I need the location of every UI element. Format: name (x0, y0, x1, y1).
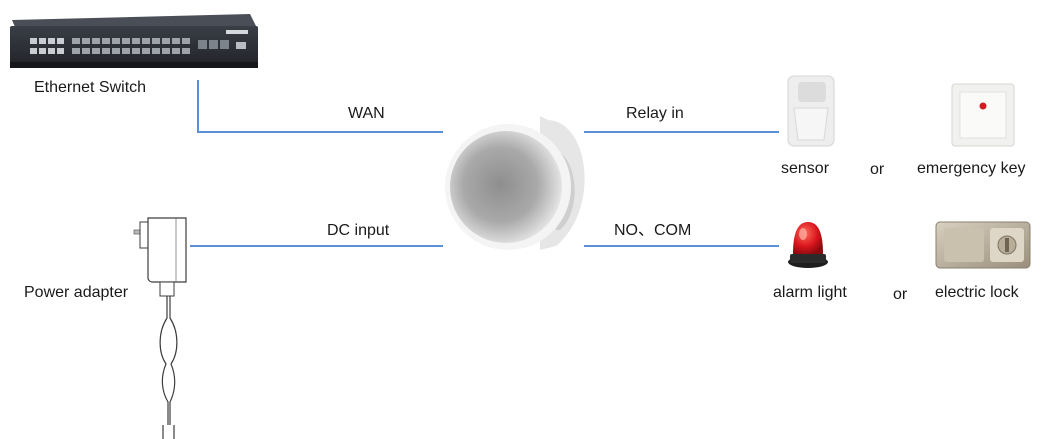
no-com-label: NO、COM (614, 222, 692, 239)
ethernet-switch-icon (10, 14, 258, 68)
ethernet-switch-label: Ethernet Switch (34, 79, 147, 96)
or-label-bottom: or (893, 286, 908, 303)
motion-sensor-icon (787, 75, 835, 147)
wan-label: WAN (348, 105, 385, 122)
connector-lines (190, 80, 779, 247)
power-adapter-icon (133, 217, 187, 439)
relay-in-label: Relay in (626, 105, 684, 122)
wan-line (197, 80, 443, 133)
electric-lock-label: electric lock (935, 284, 1019, 301)
sensor-label: sensor (781, 160, 830, 177)
power-adapter-label: Power adapter (24, 284, 129, 301)
electric-lock-icon (935, 221, 1031, 269)
central-device-icon (445, 116, 585, 250)
alarm-light-label: alarm light (773, 284, 847, 301)
or-label-top: or (870, 161, 885, 178)
alarm-light-icon (788, 222, 828, 268)
dc-input-label: DC input (327, 222, 390, 239)
emergency-key-icon (951, 83, 1015, 147)
emergency-key-label: emergency key (917, 160, 1026, 177)
